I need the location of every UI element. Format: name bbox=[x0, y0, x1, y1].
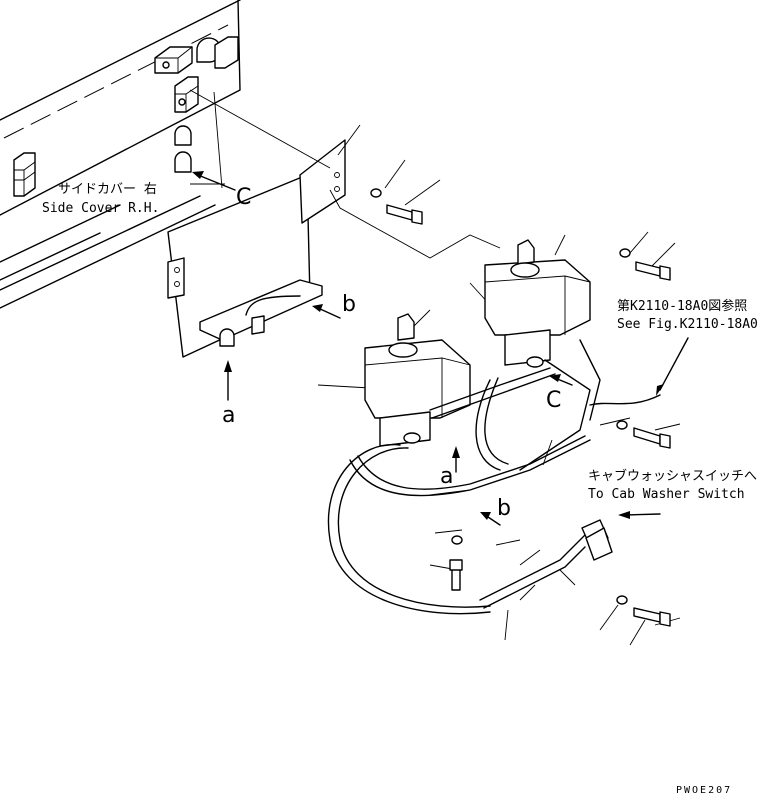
connector bbox=[585, 527, 613, 561]
callout-c-right: C bbox=[546, 388, 562, 413]
see-fig-label-en: See Fig.K2110-18A0 bbox=[617, 317, 758, 332]
see-fig-label-jp: 第K2110-18A0図参照 bbox=[617, 299, 748, 314]
hoses-harness bbox=[327, 339, 661, 615]
washer-tank-rear bbox=[484, 239, 591, 368]
drawing-id: PWOE207 bbox=[676, 785, 733, 796]
callout-a-left: a bbox=[222, 403, 236, 428]
bolts bbox=[370, 188, 671, 627]
callout-a-right: a bbox=[440, 464, 454, 489]
washer-switch-label-jp: キャブウォッシャスイッチへ bbox=[588, 469, 758, 484]
mounting-plate bbox=[167, 139, 346, 358]
rubber-blocks bbox=[13, 36, 239, 197]
washer-switch-label-en: To Cab Washer Switch bbox=[588, 487, 745, 502]
side-cover bbox=[0, 0, 241, 309]
callout-b-upper: b bbox=[342, 292, 356, 317]
callout-c-left: C bbox=[236, 185, 252, 210]
callout-b-lower: b bbox=[497, 496, 511, 521]
washer-tank-front bbox=[364, 313, 471, 447]
side-cover-label-en: Side Cover R.H. bbox=[42, 201, 160, 216]
arrows bbox=[192, 171, 689, 526]
side-cover-label-jp: サイドカバー 右 bbox=[58, 182, 157, 197]
